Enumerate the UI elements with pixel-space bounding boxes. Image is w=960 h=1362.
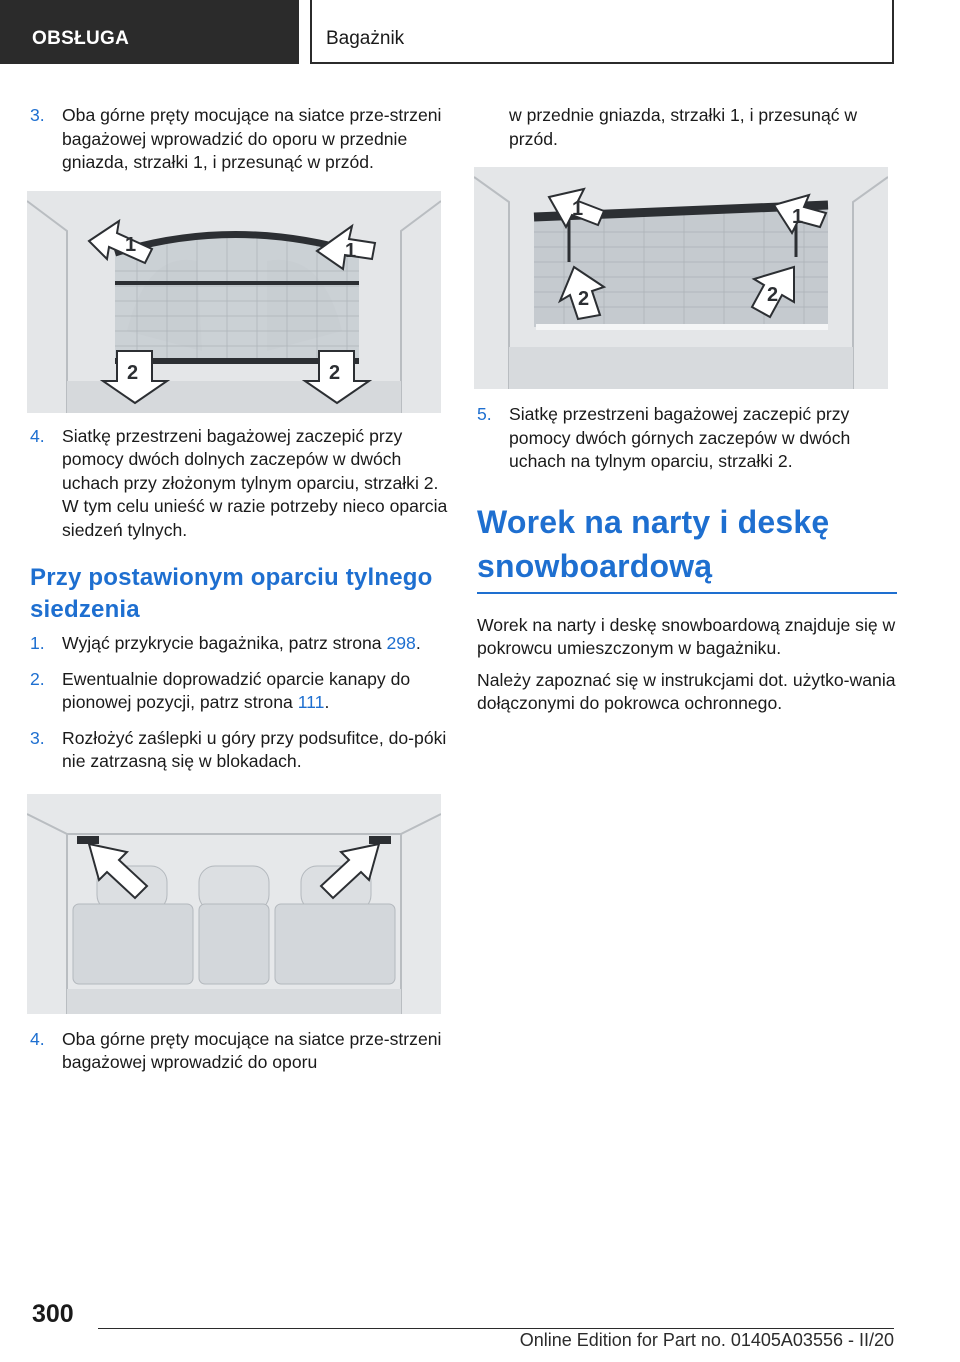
step-number: 5. xyxy=(477,404,492,424)
step-text: Siatkę przestrzeni bagażowej zaczepić pr… xyxy=(62,425,448,540)
step-1-remove-cover: 1. Wyjąć przykrycie bagażnika, patrz str… xyxy=(30,632,450,656)
arrow-label: 2 xyxy=(767,284,778,306)
header-chapter-box: Bagażnik xyxy=(310,0,894,64)
paragraph-ski-bag-location: Worek na narty i deskę snowboardową znaj… xyxy=(477,614,896,659)
step-text: Oba górne pręty mocujące na siatce prze-… xyxy=(62,105,442,172)
arrow-label: 1 xyxy=(125,234,136,256)
paragraph-ski-bag-instructions: Należy zapoznać się w instrukcjami dot. … xyxy=(477,669,896,714)
step-4-attach-lower: 4. Siatkę przestrzeni bagażowej zaczepić… xyxy=(30,425,450,543)
left-column: 3. Oba górne pręty mocujące na siatce pr… xyxy=(27,104,450,1087)
arrow-1-right: 1 xyxy=(772,193,828,236)
arrow-1-left: 1 xyxy=(87,218,154,264)
arrow-1-right: 1 xyxy=(315,223,377,271)
arrow-label: 2 xyxy=(578,288,589,310)
step-number: 4. xyxy=(30,425,45,446)
step-4-mount-bars: 4. Oba górne pręty mocujące na siatce pr… xyxy=(30,1028,450,1075)
step-number: 2. xyxy=(30,668,45,689)
arrow-label: 2 xyxy=(127,362,138,384)
page-number: 300 xyxy=(32,1300,74,1328)
step-3-unfold-caps: 3. Rozłożyć zaślepki u góry przy podsufi… xyxy=(30,727,450,774)
step-number: 3. xyxy=(30,727,45,748)
arrow-2-right: 2 xyxy=(301,349,373,404)
step-3-mount-bars: 3. Oba górne pręty mocujące na siatce pr… xyxy=(30,104,450,175)
figure-net-upright-seats: 1 1 2 2 xyxy=(474,167,888,389)
figure-net-folded-seats: 1 1 2 2 xyxy=(27,190,441,413)
header-chapter-label: Bagażnik xyxy=(326,28,405,49)
arrow-label: 2 xyxy=(329,362,340,384)
arrow-cap-right xyxy=(319,842,381,899)
arrow-label: 1 xyxy=(572,198,583,220)
step-text: Siatkę przestrzeni bagażowej zaczepić pr… xyxy=(509,404,851,471)
footer-rule xyxy=(98,1328,894,1329)
arrow-label: 1 xyxy=(345,240,356,262)
step-text: Oba górne pręty mocujące na siatce prze-… xyxy=(62,1028,442,1073)
step-number: 4. xyxy=(30,1028,45,1049)
figure-headliner-caps xyxy=(27,793,441,1014)
arrow-2-left: 2 xyxy=(99,349,171,404)
arrow-cap-left xyxy=(87,842,149,899)
arrow-2-right: 2 xyxy=(750,265,795,319)
page-link-298[interactable]: 298 xyxy=(386,633,416,653)
arrow-2-left: 2 xyxy=(557,265,607,321)
footer-edition: Online Edition for Part no. 01405A03556 … xyxy=(519,1330,894,1350)
step-text: Ewentualnie doprowadzić oparcie kanapy d… xyxy=(62,668,411,713)
step-number: 1. xyxy=(30,633,45,653)
right-column: w przednie gniazda, strzałki 1, i przesu… xyxy=(474,104,897,724)
step-4-continuation: w przednie gniazda, strzałki 1, i przesu… xyxy=(509,105,858,149)
step-number: 3. xyxy=(30,105,45,125)
section-title-underline xyxy=(477,591,897,594)
step-text: Rozłożyć zaślepki u góry przy podsufitce… xyxy=(62,727,447,772)
section-title-ski-bag: Worek na narty i deskę snowboardową xyxy=(477,503,830,584)
arrow-label: 1 xyxy=(792,206,803,228)
header-section-label: OBSŁUGA xyxy=(32,28,130,49)
step-2-backrest-upright: 2. Ewentualnie doprowadzić oparcie kanap… xyxy=(30,668,450,715)
header-section-tab: OBSŁUGA xyxy=(0,0,299,64)
step-5-attach-upper: 5. Siatkę przestrzeni bagażowej zaczepić… xyxy=(477,403,897,474)
page-link-111[interactable]: 111 xyxy=(297,692,325,712)
step-text: Wyjąć przykrycie bagażnika, patrz strona… xyxy=(62,633,421,653)
subheading-upright-backrest: Przy postawionym oparciu tylnego siedzen… xyxy=(30,564,433,623)
arrow-1-left: 1 xyxy=(547,187,606,230)
